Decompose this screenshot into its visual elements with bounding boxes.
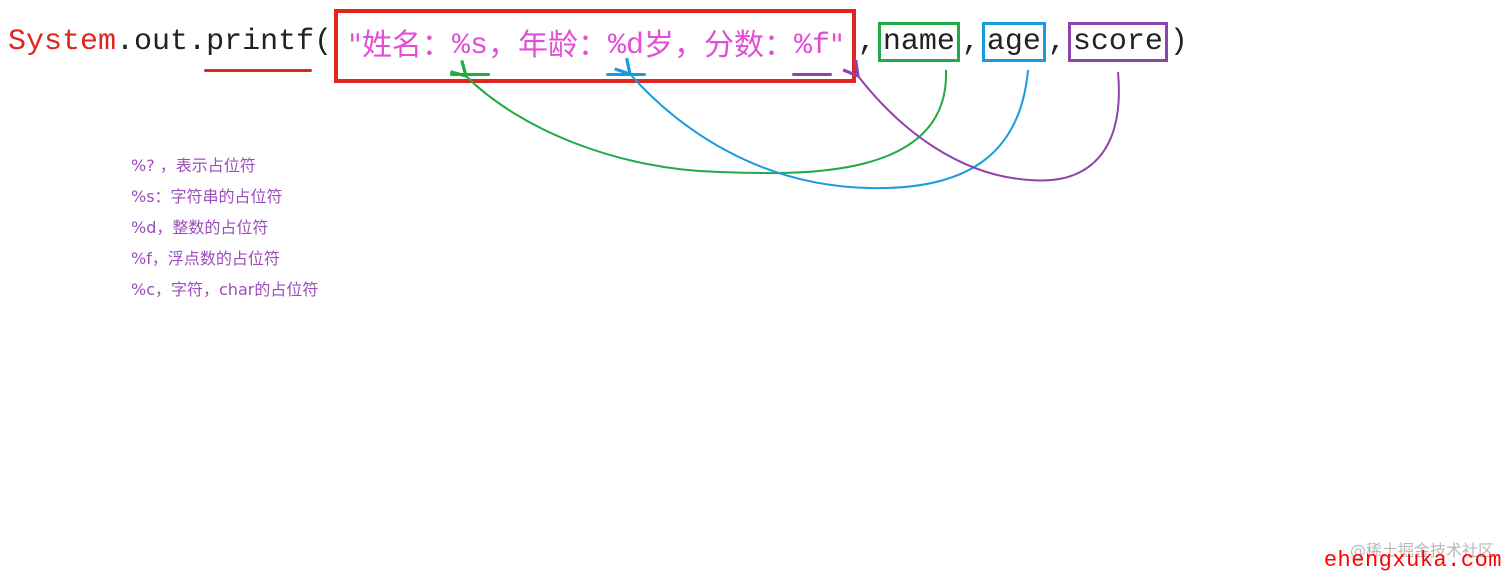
format-quote-open: " bbox=[348, 28, 362, 63]
note-item: %? ，表示占位符 bbox=[131, 156, 256, 175]
code-dot: . bbox=[188, 25, 207, 59]
arg-score: score bbox=[1072, 25, 1163, 59]
printf-code-line: System . out . printf ( " 姓名： %s ，年龄： %d… bbox=[8, 9, 1188, 83]
community-watermark: @稀土掘金技术社区 bbox=[1349, 541, 1494, 560]
code-comma: , bbox=[1047, 25, 1066, 59]
format-string-box: " 姓名： %s ，年龄： %d 岁，分数： %f " bbox=[334, 9, 856, 83]
note-item: %c，字符，char的占位符 bbox=[131, 280, 319, 299]
code-out: out bbox=[134, 25, 189, 59]
format-quote-close: " bbox=[829, 28, 844, 63]
arrow-age-to-d bbox=[614, 57, 1029, 190]
code-open-paren: ( bbox=[314, 25, 333, 59]
code-comma: , bbox=[961, 25, 980, 59]
arg-name-box: name bbox=[877, 22, 960, 62]
arg-age: age bbox=[986, 25, 1041, 59]
note-item: %d，整数的占位符 bbox=[131, 218, 269, 237]
code-comma: , bbox=[857, 25, 876, 59]
code-printf: printf bbox=[204, 20, 314, 72]
code-system: System bbox=[8, 25, 117, 59]
placeholder-f: %f bbox=[791, 24, 833, 76]
site-watermark: ehengxuka.com bbox=[1323, 548, 1502, 573]
format-segment-age: ，年龄： bbox=[487, 28, 608, 63]
arrow-score-to-f bbox=[842, 59, 1120, 182]
placeholder-notes: %? ，表示占位符 %s：字符串的占位符 %d，整数的占位符 %f，浮点数的占位… bbox=[131, 154, 318, 309]
format-string: " 姓名： %s ，年龄： %d 岁，分数： %f " bbox=[348, 24, 844, 76]
format-segment-score: 岁，分数： bbox=[643, 28, 794, 63]
arg-score-box: score bbox=[1067, 22, 1168, 62]
arg-age-box: age bbox=[981, 22, 1046, 62]
arrow-name-to-s bbox=[450, 60, 948, 175]
code-close-paren: ) bbox=[1169, 25, 1188, 59]
format-segment-name: 姓名： bbox=[361, 28, 452, 63]
arg-name: name bbox=[882, 25, 955, 59]
placeholder-s: %s bbox=[449, 24, 490, 76]
code-dot: . bbox=[116, 25, 135, 59]
placeholder-d: %d bbox=[605, 24, 646, 76]
note-item: %f，浮点数的占位符 bbox=[131, 249, 280, 268]
note-item: %s：字符串的占位符 bbox=[131, 187, 283, 206]
